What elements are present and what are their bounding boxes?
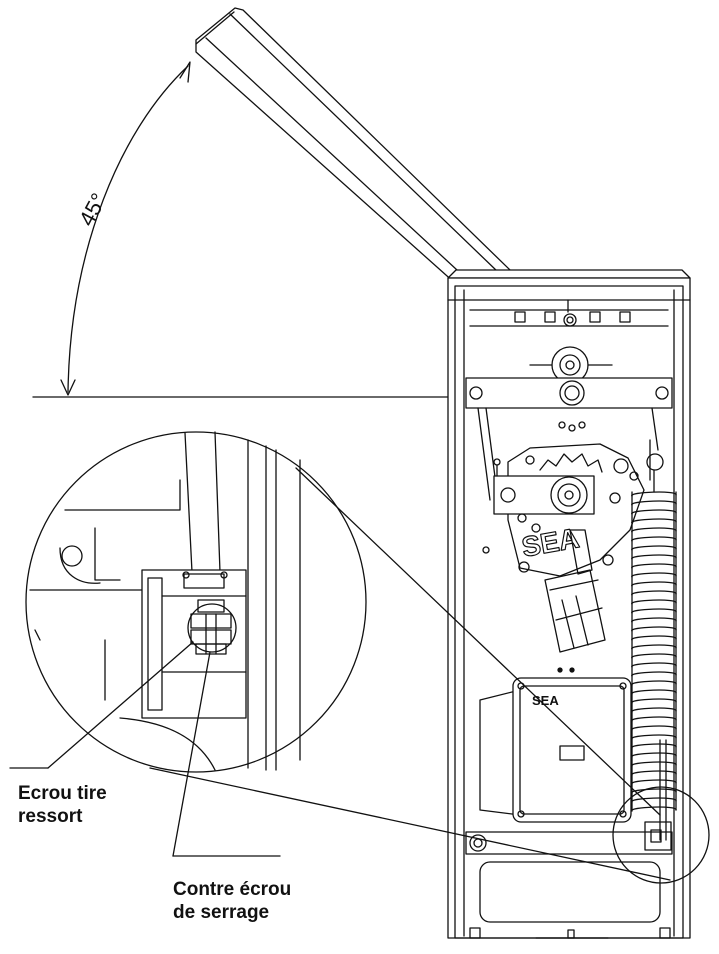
bottom-crossbar xyxy=(465,831,673,855)
label-nut-spring-line2: ressort xyxy=(18,806,83,827)
angle-arc xyxy=(67,65,189,393)
label-lock-nut: Contre écrou de serrage xyxy=(173,878,291,924)
electric-motor xyxy=(544,529,606,653)
detail-magnifier xyxy=(25,431,367,773)
cabinet-base xyxy=(469,927,671,939)
detail-source-circle xyxy=(612,786,710,884)
arc-arrow-top xyxy=(179,61,191,83)
arc-arrow-bottom xyxy=(60,379,76,396)
control-box-window xyxy=(559,745,585,761)
label-nut-spring: Ecrou tire ressort xyxy=(18,782,107,828)
gearbox xyxy=(482,443,645,577)
control-box xyxy=(479,667,632,823)
leader-lock-nut xyxy=(172,651,211,857)
label-lock-nut-line2: de serrage xyxy=(173,902,270,923)
control-box-logo-sea: SEA xyxy=(532,693,559,708)
connector-bottom xyxy=(149,767,671,881)
crossbar xyxy=(465,377,673,432)
top-bracket xyxy=(469,299,669,327)
balancing-spring xyxy=(631,491,677,812)
label-nut-spring-line1: Ecrou tire xyxy=(18,783,107,804)
leader-nut-spring xyxy=(47,641,194,769)
barrier-arm xyxy=(195,7,511,293)
lower-opening xyxy=(479,861,661,923)
connector-top xyxy=(295,467,661,816)
spring-coils xyxy=(631,491,677,812)
angle-dimension xyxy=(32,61,471,398)
label-lock-nut-line1: Contre écrou xyxy=(173,879,292,900)
spring-bracket xyxy=(644,821,672,851)
